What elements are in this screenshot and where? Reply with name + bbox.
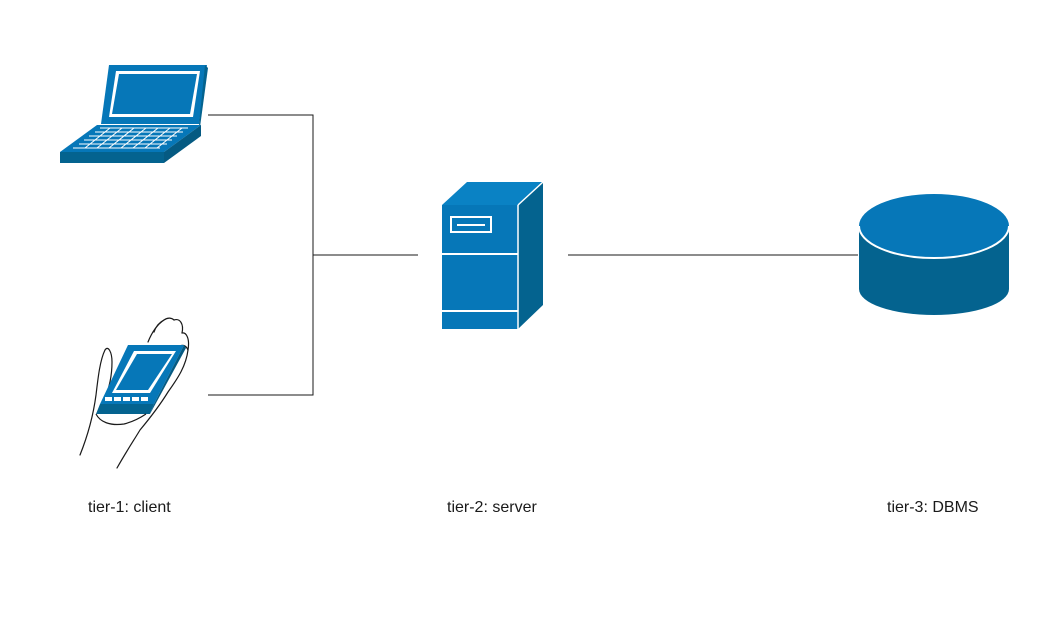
tier-2-label: tier-2: server: [447, 499, 537, 516]
laptop-icon: [60, 65, 208, 163]
tier-3-label: tier-3: DBMS: [887, 499, 979, 516]
mobile-connector: [208, 255, 314, 396]
tier-1-label: tier-1: client: [88, 499, 171, 516]
server-tower-icon: [442, 181, 544, 329]
handheld-device-icon: [79, 317, 190, 469]
connectors: [208, 114, 858, 396]
laptop-connector: [208, 114, 314, 255]
database-cylinder-icon: [858, 194, 1010, 315]
